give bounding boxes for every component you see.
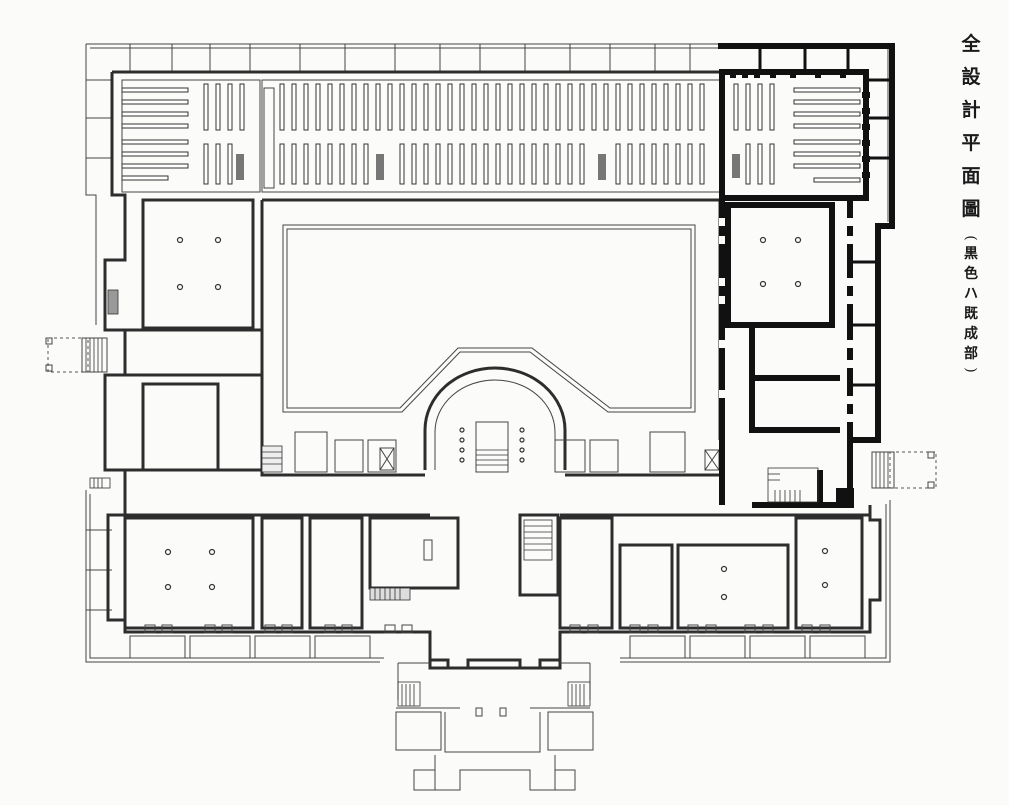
service-rooms-row — [260, 431, 720, 477]
subtitle-char: 既 — [964, 306, 978, 322]
central-courtyard — [260, 198, 722, 440]
drawing-title: 全 設 計 平 面 圖 ( 黒 色 ハ 既 成 部 ) — [955, 28, 987, 376]
west-wing — [45, 198, 262, 489]
central-apse-stair — [423, 366, 567, 473]
stack-room-central — [261, 79, 721, 193]
title-char: 設 — [961, 66, 981, 88]
title-char: 面 — [961, 165, 981, 187]
title-char: 全 — [961, 33, 981, 55]
title-char: 平 — [961, 132, 981, 154]
existing-section-outer — [718, 43, 895, 443]
main-entrance — [395, 632, 594, 791]
subtitle-char: 黒 — [964, 246, 978, 262]
subtitle-char: 部 — [964, 346, 978, 362]
stack-room-east-existing — [719, 69, 870, 201]
title-char: 圖 — [961, 198, 981, 220]
subtitle-char: ハ — [964, 286, 978, 302]
subtitle-char: 色 — [964, 266, 978, 282]
east-wing-existing — [719, 198, 937, 508]
south-range — [123, 513, 870, 634]
close-paren: ) — [963, 367, 979, 373]
open-paren: ( — [963, 235, 979, 241]
main-building-outline — [103, 70, 882, 670]
outer-perimeter — [85, 43, 893, 663]
title-char: 計 — [961, 99, 981, 121]
subtitle-char: 成 — [964, 326, 978, 342]
legend-note: ( 黒 色 ハ 既 成 部 ) — [963, 232, 979, 376]
stack-room-west — [121, 79, 261, 193]
